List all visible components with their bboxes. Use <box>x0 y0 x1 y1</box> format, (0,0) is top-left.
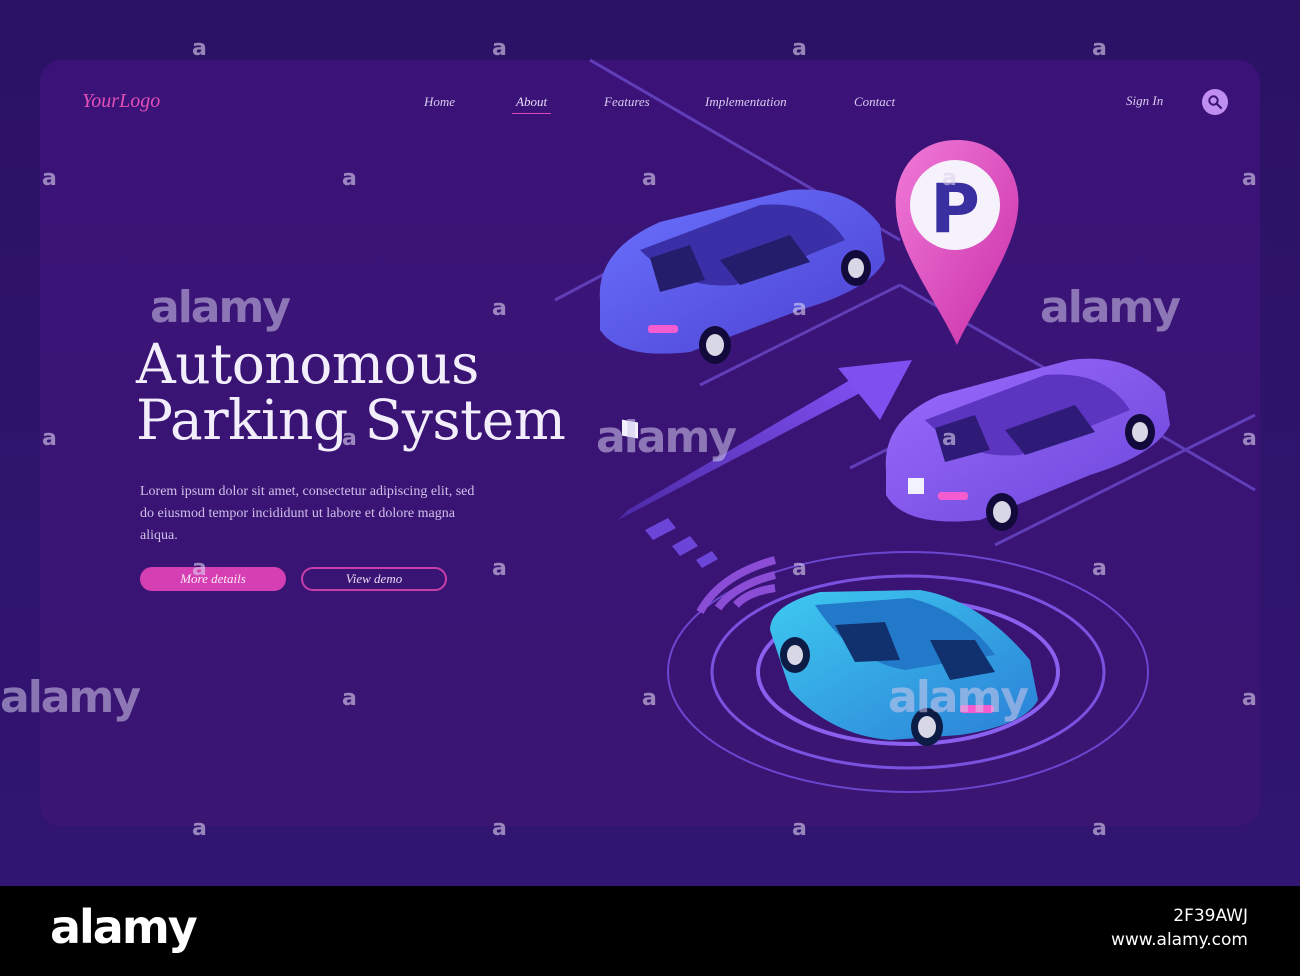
watermark-letter: a <box>792 816 807 841</box>
watermark-letter: a <box>492 36 507 61</box>
watermark-letter: a <box>642 686 657 711</box>
watermark-letter: a <box>1092 816 1107 841</box>
watermark: alamy <box>888 672 1029 723</box>
watermark-letter: a <box>192 556 207 581</box>
logo[interactable]: YourLogo <box>82 90 161 112</box>
hero-title-line1: Autonomous <box>136 332 479 396</box>
parking-pin-icon: P <box>895 140 1019 345</box>
sign-in-link[interactable]: Sign In <box>1126 93 1164 108</box>
hero-title: Autonomous Parking System <box>136 336 566 448</box>
parking-illustration: P <box>554 58 1256 793</box>
view-demo-button[interactable]: View demo <box>301 567 447 591</box>
watermark-letter: a <box>492 296 507 321</box>
main-nav: Home About Features Implementation Conta… <box>40 94 1260 114</box>
watermark: alamy <box>596 412 737 463</box>
nav-home[interactable]: Home <box>424 94 456 109</box>
nav-implementation[interactable]: Implementation <box>705 94 787 109</box>
watermark-letter: a <box>642 166 657 191</box>
site-url: www.alamy.com <box>1110 930 1248 950</box>
autonomous-car <box>770 590 1038 746</box>
watermark-logo: alamy <box>50 900 198 954</box>
watermark-letter: a <box>492 816 507 841</box>
watermark-letter: a <box>942 426 957 451</box>
watermark-letter: a <box>1092 556 1107 581</box>
watermark-letter: a <box>492 556 507 581</box>
nav-about[interactable]: About <box>511 94 552 114</box>
watermark-letter: a <box>1242 166 1257 191</box>
watermark-letter: a <box>1092 36 1107 61</box>
nav-contact[interactable]: Contact <box>854 94 896 109</box>
image-id: 2F39AWJ <box>1173 906 1248 926</box>
watermark-letter: a <box>792 296 807 321</box>
sensor-rings <box>667 551 1149 793</box>
parked-car-purple <box>885 358 1170 531</box>
more-details-button[interactable]: More details <box>140 567 286 591</box>
watermark-letter: a <box>792 556 807 581</box>
nav-features[interactable]: Features <box>604 94 650 109</box>
watermark-letter: a <box>342 686 357 711</box>
watermark-bar <box>0 886 1300 976</box>
watermark: alamy <box>150 282 291 333</box>
hero-title-line2: Parking System <box>136 388 566 452</box>
watermark: alamy <box>1040 282 1181 333</box>
watermark-letter: a <box>342 166 357 191</box>
watermark-letter: a <box>1242 426 1257 451</box>
parking-sign-letter: P <box>930 170 980 249</box>
watermark: alamy <box>0 672 141 723</box>
parked-car-blue <box>599 189 885 439</box>
watermark-letter: a <box>42 166 57 191</box>
watermark-letter: a <box>792 36 807 61</box>
search-icon <box>1208 95 1223 110</box>
hero-description: Lorem ipsum dolor sit amet, consectetur … <box>140 484 475 543</box>
search-button[interactable] <box>1202 89 1228 115</box>
watermark-letter: a <box>342 426 357 451</box>
watermark-letter: a <box>942 166 957 191</box>
watermark-letter: a <box>192 816 207 841</box>
watermark-letter: a <box>42 426 57 451</box>
watermark-letter: a <box>1242 686 1257 711</box>
direction-arrow <box>618 360 912 568</box>
watermark-letter: a <box>192 36 207 61</box>
